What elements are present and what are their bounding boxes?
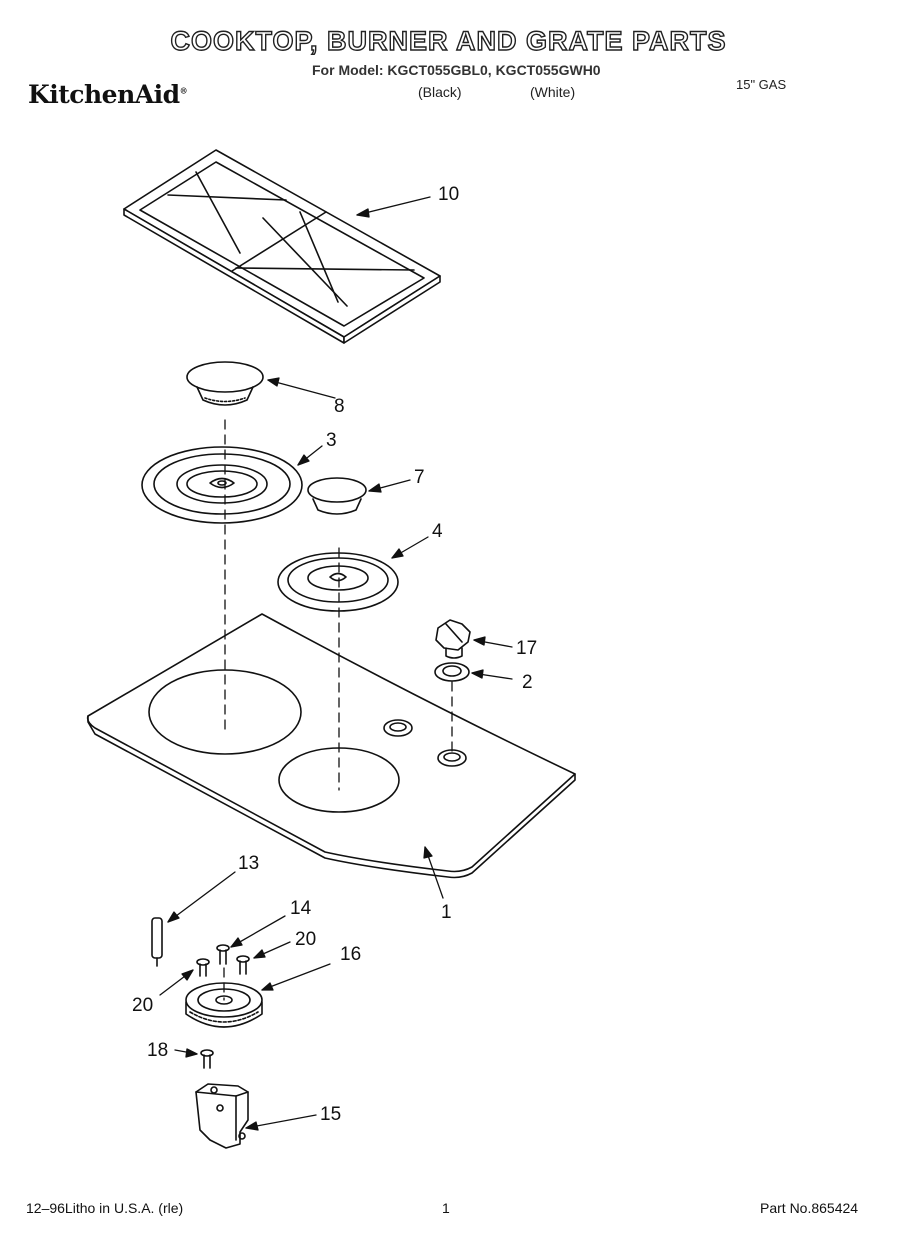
leader-arrows	[159, 196, 513, 1131]
callout-15: 15	[320, 1104, 342, 1125]
callout-1: 1	[441, 902, 452, 923]
callout-14: 14	[290, 898, 312, 919]
registered-mark: ®	[179, 85, 188, 96]
large-burner-cap-part	[186, 361, 264, 406]
callout-3: 3	[326, 430, 337, 451]
grate-part	[123, 149, 441, 344]
callout-10: 10	[438, 184, 460, 205]
screw-20-right-part	[236, 955, 250, 975]
cooktop-part	[86, 613, 576, 879]
footer-litho: 12–96Litho in U.S.A. (rle)	[26, 1200, 184, 1216]
callout-20-right: 20	[295, 929, 317, 950]
part-number: Part No.865424	[760, 1200, 859, 1216]
callout-2: 2	[522, 672, 533, 693]
page-number: 1	[442, 1200, 450, 1216]
variant-black: (Black)	[418, 84, 462, 100]
brand-logo: KitchenAid®	[28, 80, 188, 109]
callout-13: 13	[238, 853, 260, 874]
control-knob-part	[435, 619, 471, 659]
valve-bracket-part	[195, 1083, 249, 1149]
knob-bezel-part	[434, 662, 470, 682]
brand-text: KitchenAid	[28, 80, 180, 109]
electrode-part	[151, 917, 163, 967]
callout-16: 16	[340, 944, 362, 965]
screw-20-left-part	[196, 958, 210, 977]
cooktop-type: 15" GAS	[736, 77, 787, 92]
alignment-lines	[223, 419, 453, 1001]
callout-18: 18	[147, 1040, 169, 1061]
model-line: For Model: KGCT055GBL0, KGCT055GWH0	[312, 62, 601, 78]
callout-17: 17	[516, 638, 538, 659]
small-burner-base-part	[277, 552, 399, 612]
callout-7: 7	[414, 467, 425, 488]
screw-14-part	[216, 944, 230, 965]
page-title: COOKTOP, BURNER AND GRATE PARTS	[170, 25, 727, 56]
callout-20-left: 20	[132, 995, 154, 1016]
variant-white: (White)	[530, 84, 576, 100]
screw-18-part	[200, 1049, 214, 1069]
small-burner-cap-part	[307, 477, 367, 515]
large-burner-base-part	[141, 446, 303, 524]
callout-8: 8	[334, 396, 345, 417]
callout-4: 4	[432, 521, 443, 542]
